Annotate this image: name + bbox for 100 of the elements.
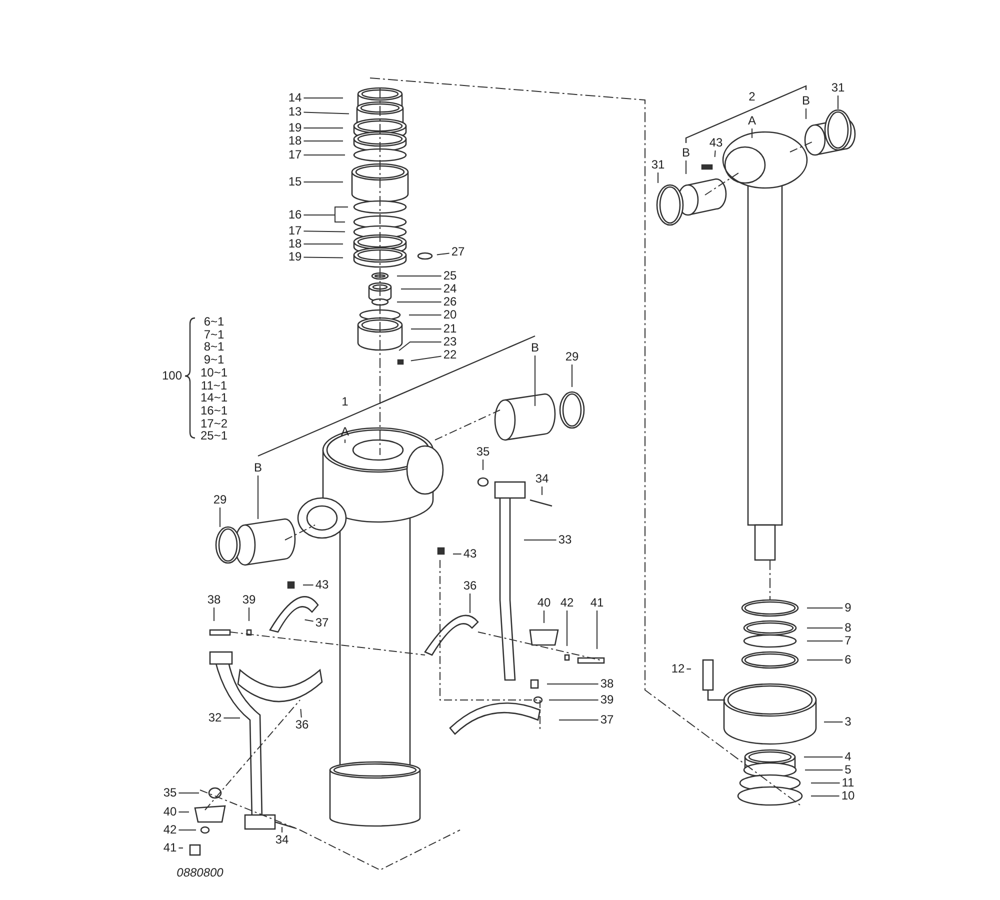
leader-line (596, 610, 598, 650)
kit-part-number: 14~1 (200, 392, 228, 404)
callout-number: 9 (844, 602, 852, 614)
leader-line (534, 355, 536, 406)
kit-part-number: 7~1 (204, 328, 224, 342)
leader-line (303, 154, 346, 156)
leader-line (248, 607, 250, 622)
callout-number: 40 (163, 806, 177, 818)
callout-number: 19 (288, 250, 302, 264)
callout-number: 8 (844, 622, 852, 634)
callout-number: 39 (600, 694, 614, 706)
callout-number: 7 (844, 634, 852, 648)
callout-number: 5 (844, 764, 852, 776)
reference-letter: B (682, 146, 690, 160)
leader-line (566, 610, 568, 646)
callout-number: 40 (537, 596, 551, 610)
callout-number: 25 (443, 270, 457, 282)
kit-part-number: 9~1 (204, 354, 224, 366)
callout-number: 26 (443, 296, 457, 308)
reference-letter: B (254, 462, 262, 474)
callout-number: 29 (565, 350, 579, 364)
leader-line (303, 140, 344, 142)
leader-line (300, 708, 302, 718)
callout-number: 20 (443, 308, 457, 322)
leader-line (302, 584, 314, 586)
callout-number: 36 (295, 718, 309, 732)
callout-number: 34 (535, 472, 549, 486)
callout-number: 42 (163, 824, 177, 836)
callout-number: 43 (709, 136, 723, 150)
callout-number: 37 (315, 616, 329, 630)
kit-part-number: 6~1 (204, 316, 224, 328)
callout-number: 41 (163, 842, 177, 854)
callout-number: 16 (288, 208, 302, 222)
callout-number: 15 (288, 176, 302, 188)
callout-number: 36 (463, 580, 477, 592)
callout-number: 1 (342, 396, 348, 408)
callout-number: 31 (651, 158, 665, 172)
callout-number: 24 (443, 282, 457, 296)
leader-line (810, 782, 840, 784)
callout-number: 10 (841, 790, 855, 802)
kit-part-number: 8~1 (204, 340, 224, 354)
leader-line (344, 439, 346, 444)
callout-number: 31 (831, 82, 845, 94)
kit-part-number: 16~1 (200, 404, 228, 418)
drawing-number: 0880800 (176, 866, 224, 880)
callout-number: 100 (162, 370, 182, 382)
kit-part-number: 11~1 (200, 380, 228, 392)
kit-part-number: 17~2 (200, 418, 228, 430)
callout-number: 33 (558, 534, 572, 546)
callout-number: 39 (242, 594, 256, 606)
callout-number: 13 (288, 106, 302, 118)
callout-number: 35 (163, 786, 177, 800)
callout-number: 41 (590, 596, 604, 610)
callout-number: 29 (213, 494, 227, 506)
callout-number: 32 (208, 712, 222, 724)
callout-number: 22 (443, 348, 457, 362)
callout-number: 14 (288, 92, 302, 104)
kit-part-number: 10~1 (200, 366, 228, 380)
leader-line (304, 619, 314, 622)
callout-number: 19 (288, 122, 302, 134)
leader-line (410, 328, 442, 330)
leader-line (178, 792, 200, 794)
callout-number: 17 (288, 224, 302, 238)
callout-number: 12 (671, 662, 685, 676)
callout-number: 42 (560, 596, 574, 610)
callout-number: 11 (842, 776, 854, 790)
callout-number: 23 (443, 336, 457, 348)
leader-line (303, 230, 346, 232)
callout-number: 21 (443, 322, 457, 336)
callout-number: 17 (288, 148, 302, 162)
callout-number: 6 (844, 654, 852, 666)
callout-number: 3 (844, 716, 852, 728)
leader-line (806, 640, 844, 642)
reference-letter: A (748, 114, 756, 128)
callout-number: 18 (288, 238, 302, 250)
callout-number: 27 (451, 246, 465, 258)
leader-line (303, 112, 350, 114)
leader-line (686, 668, 692, 670)
leader-line (408, 314, 442, 316)
callout-number: 38 (600, 678, 614, 690)
callout-number: 37 (600, 714, 614, 726)
reference-letter: B (531, 342, 539, 354)
callout-number: 2 (748, 90, 756, 104)
leader-line (436, 252, 450, 256)
leader-line (410, 356, 442, 362)
callout-number: 18 (288, 134, 302, 148)
kit-part-number: 25~1 (200, 430, 228, 442)
callout-number: 43 (463, 548, 477, 560)
callout-number: 35 (476, 446, 490, 458)
leader-line (398, 342, 442, 351)
leader-line (303, 206, 348, 222)
leader-line (303, 256, 344, 258)
callout-number: 34 (275, 834, 289, 846)
callout-number: 43 (315, 578, 329, 592)
leader-line (400, 288, 442, 290)
leader-line (714, 150, 716, 158)
reference-letter: B (802, 94, 810, 108)
leader-line (482, 459, 484, 470)
callout-number: 38 (207, 594, 221, 606)
callout-number: 4 (844, 750, 852, 764)
